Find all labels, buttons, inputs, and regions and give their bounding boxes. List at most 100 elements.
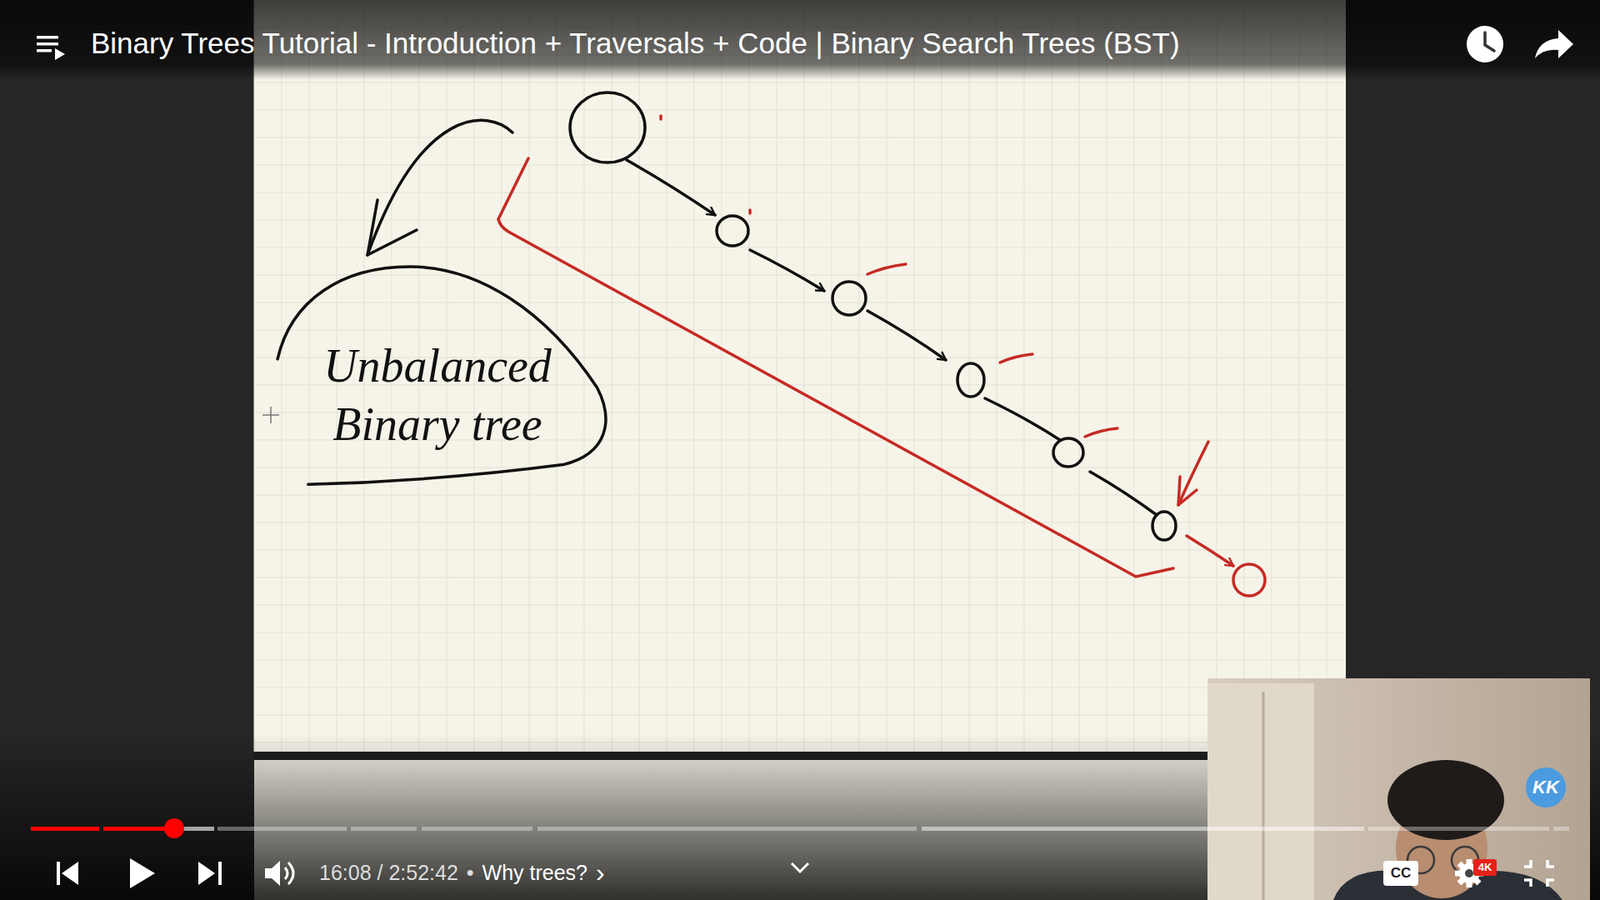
grid-lines bbox=[254, 660, 1346, 661]
player-icons bbox=[36, 25, 1574, 889]
grid-lines bbox=[1051, 0, 1053, 752]
tree-illustration bbox=[367, 200, 417, 255]
player-icons bbox=[56, 861, 60, 885]
tree-illustration bbox=[367, 120, 513, 255]
grid-lines bbox=[254, 192, 1346, 194]
grid-lines bbox=[254, 330, 1346, 331]
grid-lines bbox=[776, 0, 778, 752]
grid-lines bbox=[254, 632, 1346, 634]
red-annotations bbox=[1000, 354, 1033, 363]
webcam-overlay bbox=[1262, 691, 1265, 900]
grid-lines bbox=[1326, 0, 1328, 752]
blob-shape: Unbalanced Binary tree bbox=[274, 266, 615, 487]
grid-lines bbox=[254, 522, 1346, 524]
progress-bar bbox=[30, 818, 1570, 839]
red-annotations bbox=[1186, 535, 1234, 566]
tree-illustration bbox=[750, 250, 825, 291]
grid-lines bbox=[254, 467, 1346, 469]
grid-lines bbox=[556, 0, 558, 752]
red-annotations bbox=[498, 158, 1174, 577]
progress-bar bbox=[350, 826, 417, 831]
progress-bar bbox=[30, 826, 100, 831]
player-icons bbox=[61, 861, 79, 885]
captions-button: CC bbox=[1390, 865, 1412, 882]
player-icons bbox=[36, 49, 52, 53]
player-icons bbox=[265, 860, 280, 886]
red-annotations bbox=[498, 115, 1265, 596]
grid-lines bbox=[1244, 0, 1245, 752]
grid-lines bbox=[1134, 0, 1135, 752]
grid-lines bbox=[721, 0, 723, 752]
time-row: 16:08 / 2:52:42•Why trees?› bbox=[319, 858, 605, 888]
grid-lines bbox=[254, 137, 1346, 139]
grid-lines bbox=[254, 0, 255, 752]
progress-bar bbox=[164, 818, 185, 839]
grid-lines bbox=[309, 0, 310, 752]
grid-lines bbox=[254, 82, 1346, 84]
progress-bar bbox=[217, 826, 347, 831]
player-icons bbox=[288, 862, 294, 885]
grid-lines bbox=[639, 0, 640, 752]
top-shade bbox=[0, 0, 1600, 80]
grid-lines bbox=[694, 0, 695, 752]
progress-bar bbox=[421, 826, 533, 831]
grid-lines bbox=[254, 550, 1346, 551]
red-annotations bbox=[867, 264, 906, 275]
player-icons bbox=[285, 867, 288, 880]
grid-lines bbox=[831, 0, 833, 752]
separator-dot: • bbox=[466, 861, 475, 885]
grid-lines bbox=[281, 0, 283, 752]
tree-illustration bbox=[626, 160, 715, 215]
red-annotations bbox=[748, 210, 752, 214]
red-annotations bbox=[1085, 428, 1118, 437]
progress-bar bbox=[103, 826, 175, 831]
player-icons bbox=[1383, 860, 1419, 886]
grid-lines bbox=[1161, 0, 1163, 752]
grid-lines bbox=[254, 577, 1346, 579]
tree-illustration bbox=[570, 92, 645, 163]
grid-lines bbox=[254, 302, 1346, 304]
grid-lines bbox=[254, 687, 1346, 689]
grid-lines bbox=[254, 605, 1346, 606]
grid-lines bbox=[254, 0, 1346, 752]
quality-badge: 4K bbox=[1478, 861, 1493, 874]
grid-lines bbox=[254, 165, 1346, 166]
player-icons bbox=[1465, 869, 1474, 878]
grid-lines bbox=[1079, 0, 1080, 752]
tree-illustration bbox=[957, 363, 985, 397]
blob-label: Unbalanced Binary tree bbox=[312, 336, 563, 454]
player-icons bbox=[36, 42, 59, 46]
grid-lines bbox=[584, 0, 585, 752]
player-icons bbox=[1524, 860, 1555, 887]
player-icons bbox=[1473, 859, 1497, 876]
red-annotations bbox=[1178, 476, 1197, 505]
grid-lines bbox=[254, 715, 1346, 716]
grid-lines bbox=[941, 0, 943, 752]
grid-lines bbox=[969, 0, 970, 752]
player-icons bbox=[130, 858, 155, 889]
progress-bar bbox=[921, 826, 1365, 831]
grid-lines bbox=[611, 0, 613, 752]
progress-bar bbox=[1553, 826, 1570, 831]
tree-illustration bbox=[867, 310, 946, 360]
webcam-overlay bbox=[1525, 767, 1566, 808]
whiteboard bbox=[254, 0, 1346, 752]
blob-text-holder: Unbalanced Binary tree bbox=[312, 336, 563, 454]
video-title: Binary Trees Tutorial - Introduction + T… bbox=[90, 26, 1180, 60]
red-annotations bbox=[659, 115, 663, 120]
blob-outline-path bbox=[277, 266, 606, 485]
cursor-crosshair bbox=[262, 406, 280, 424]
player-icons bbox=[55, 48, 65, 60]
grid-lines bbox=[254, 247, 1346, 249]
player-icons bbox=[1535, 30, 1574, 59]
player-icons bbox=[36, 35, 59, 40]
player-icons bbox=[1466, 25, 1504, 63]
chapter-chevron: › bbox=[595, 858, 605, 888]
tree-illustration bbox=[716, 215, 749, 246]
grid-lines bbox=[996, 0, 998, 752]
player-icons bbox=[791, 863, 809, 872]
